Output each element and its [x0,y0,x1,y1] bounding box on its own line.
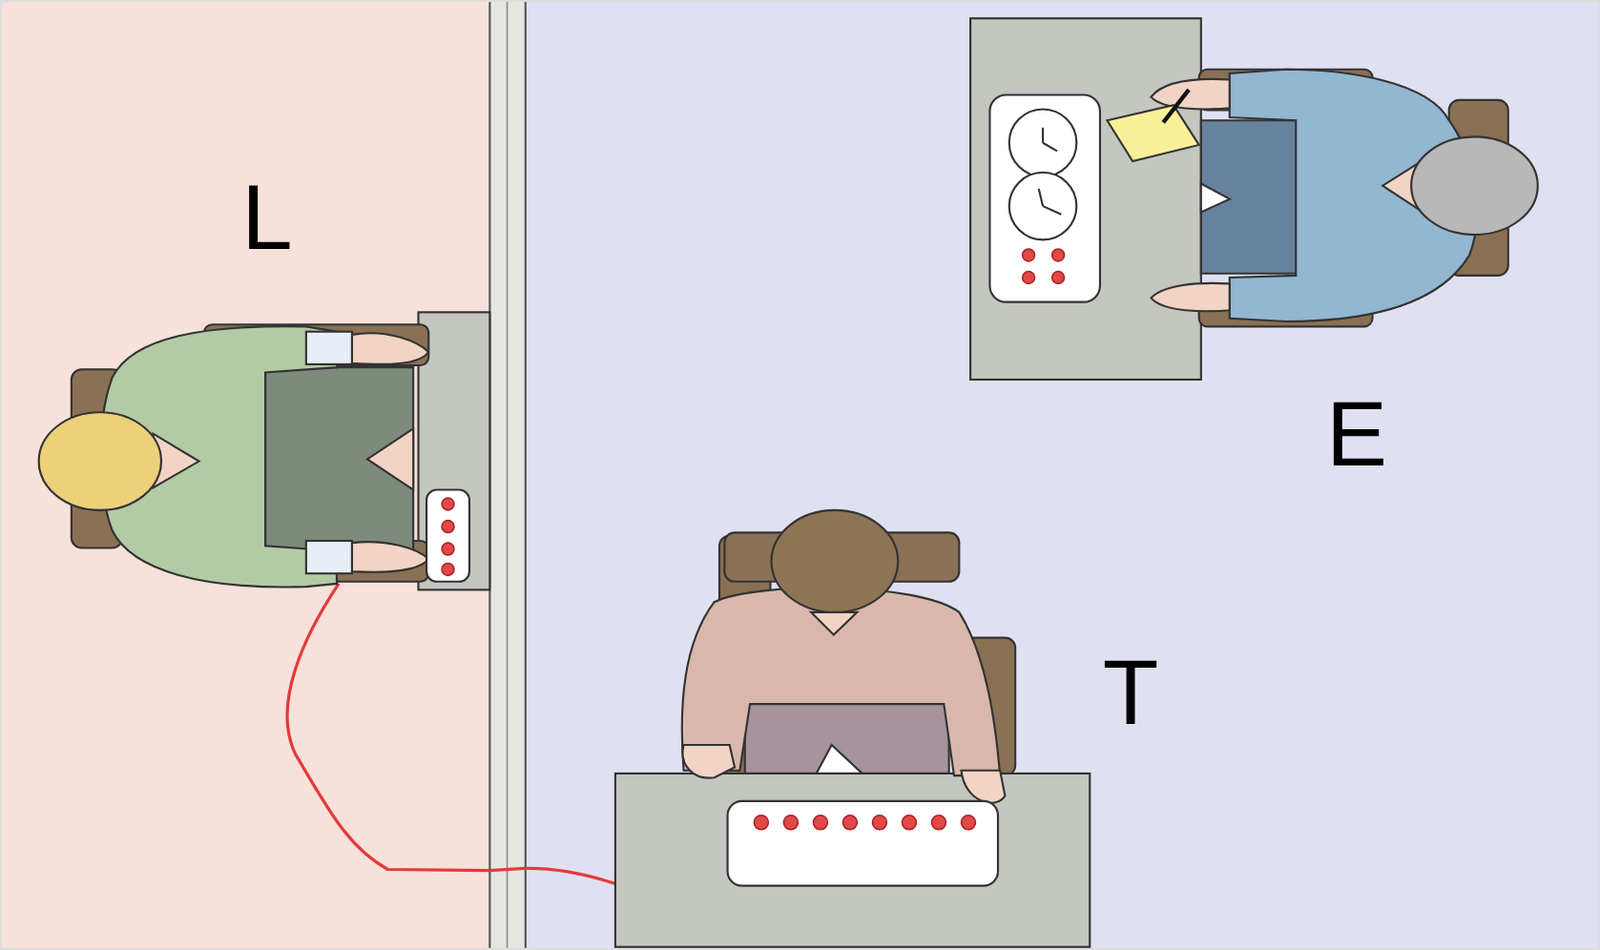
teacher-figure [615,510,1090,948]
role-letter: E [1326,388,1388,480]
role-letter: T [1102,646,1160,739]
teacher-room [525,0,1600,950]
learner-room [0,0,490,950]
wall [489,0,525,950]
experimenter-figure [970,18,1538,380]
learner-figure [39,311,491,590]
role-letter: L [241,171,292,264]
